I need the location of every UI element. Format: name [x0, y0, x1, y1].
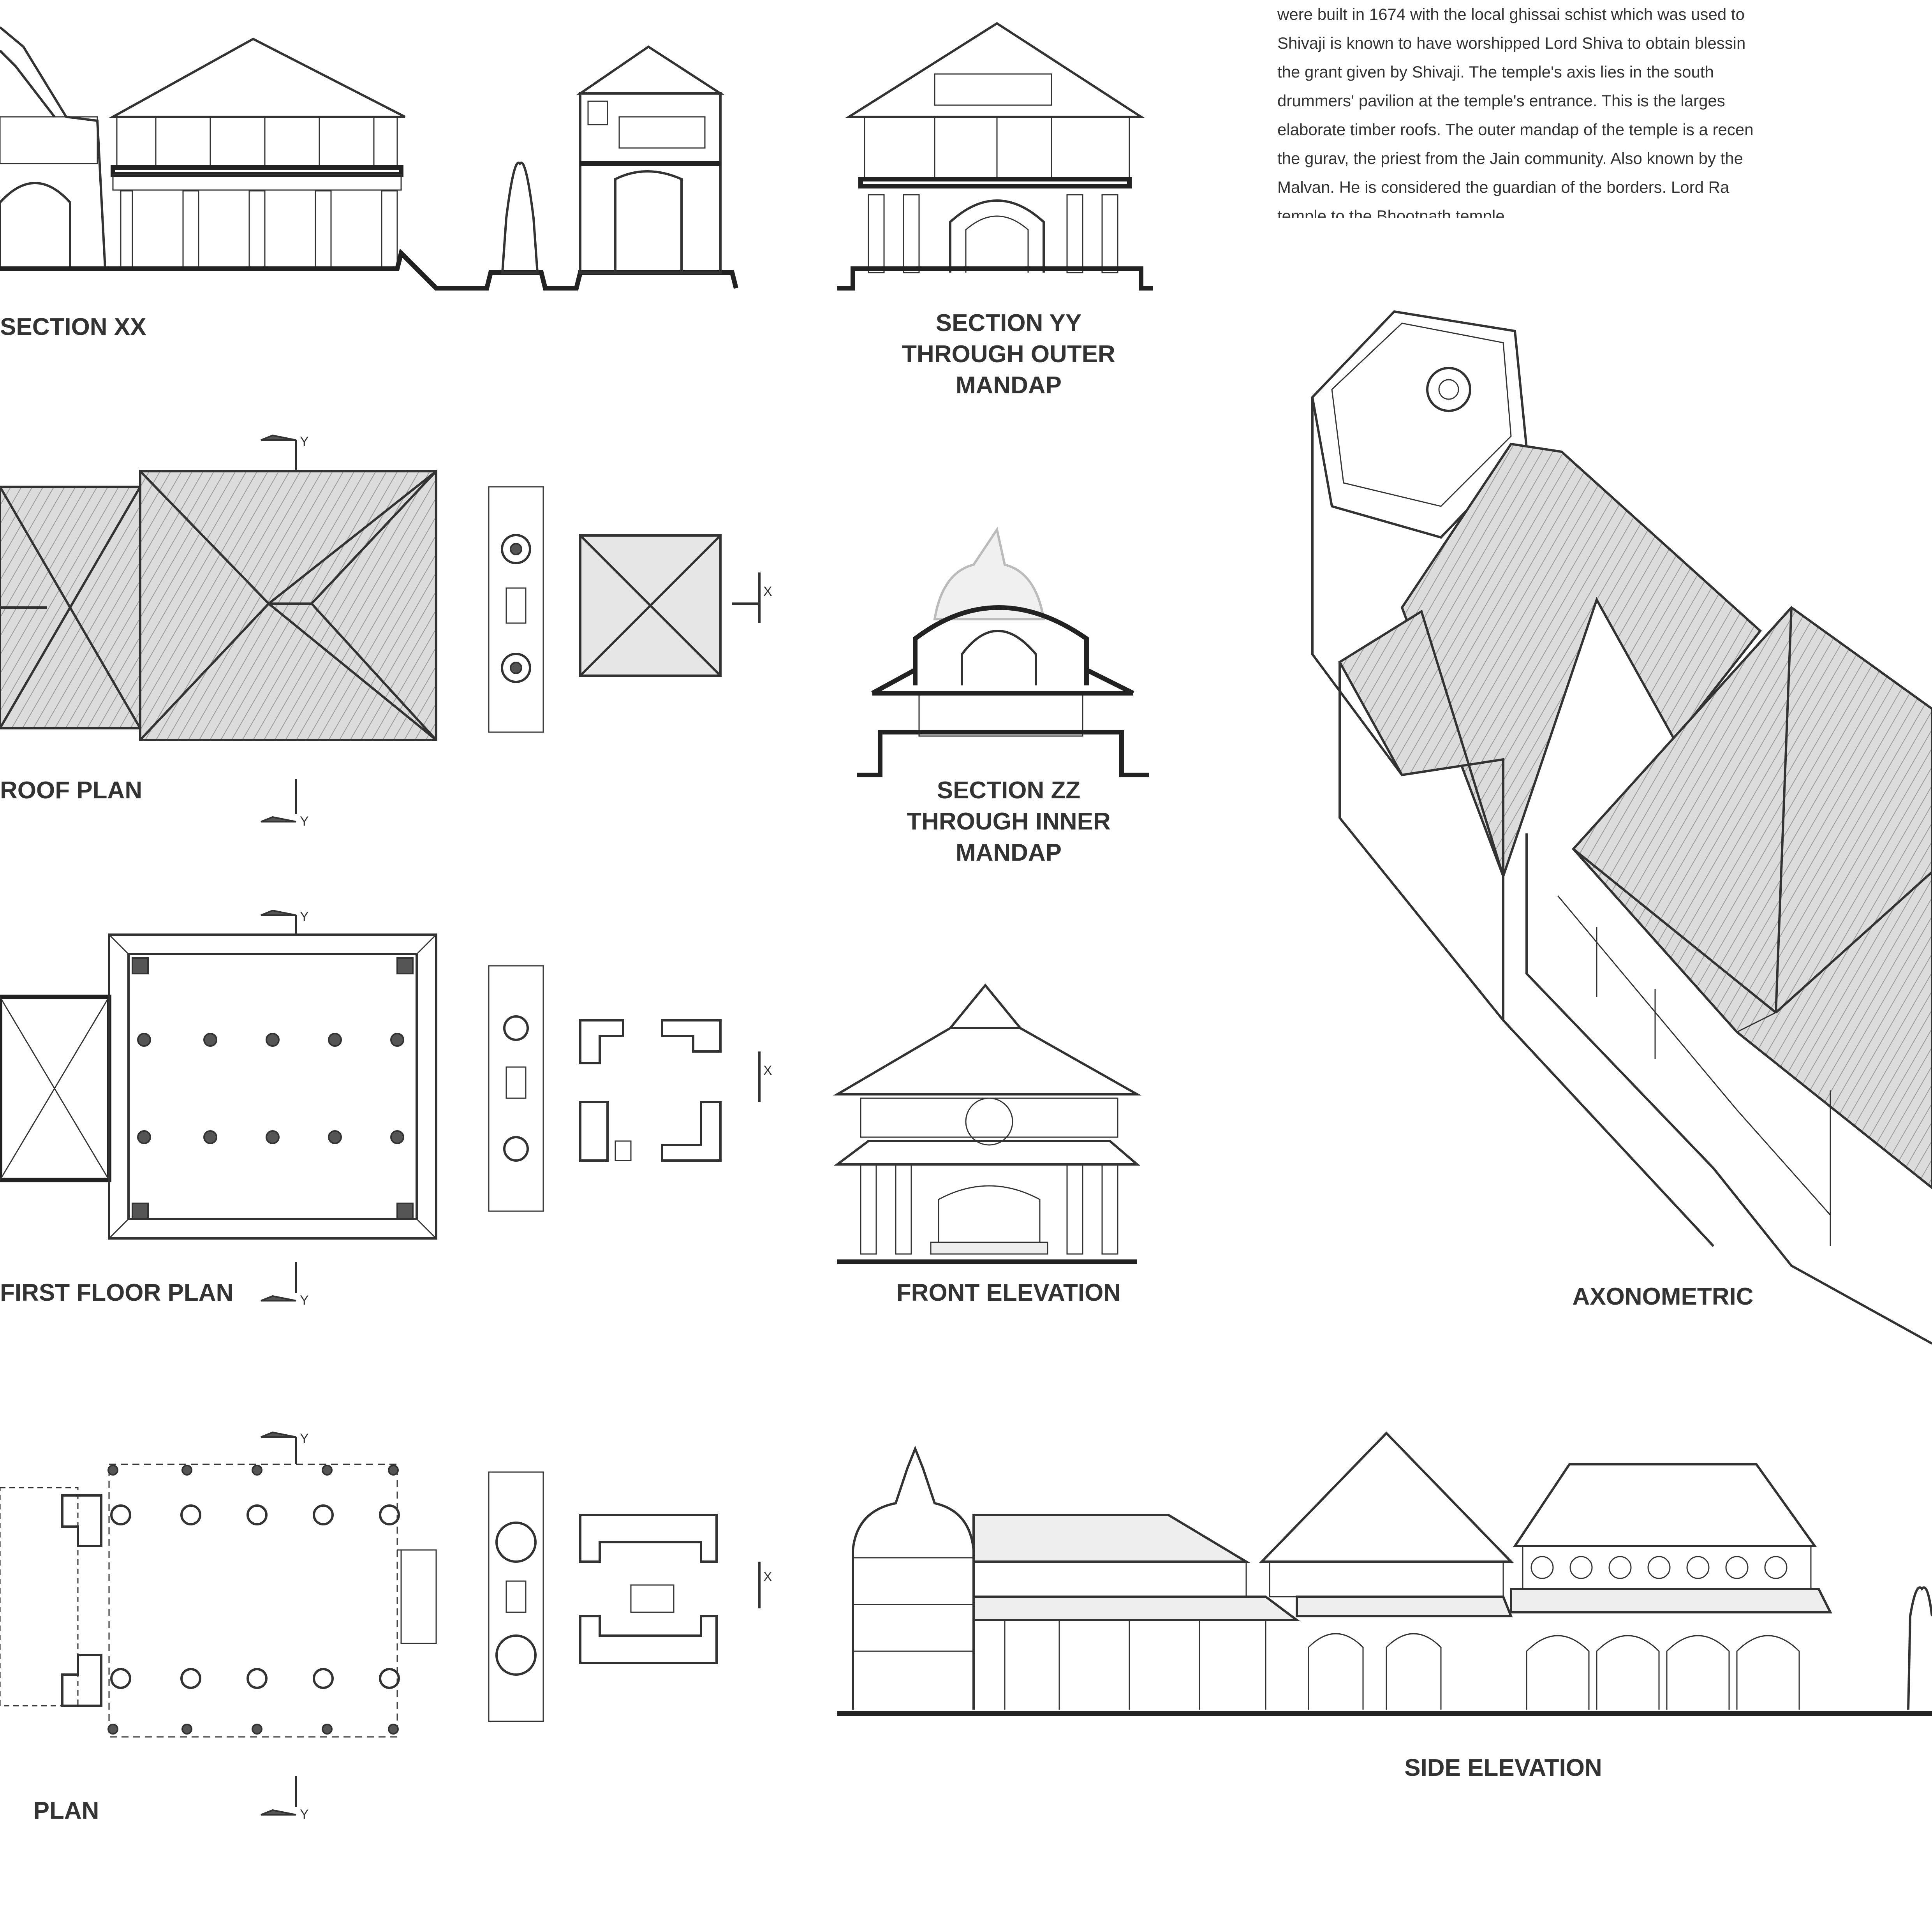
description-line: temple to the Bhootnath temple.	[1277, 207, 1509, 218]
description-text: were built in 1674 with the local ghissa…	[1277, 0, 1932, 218]
description-line: drummers' pavilion at the temple's entra…	[1277, 92, 1725, 110]
description-line: were built in 1674 with the local ghissa…	[1277, 5, 1745, 23]
section-xx-drawing	[0, 26, 738, 291]
roof-plan-label: ROOF PLAN	[0, 777, 142, 804]
section-marker: Y	[300, 1293, 309, 1308]
section-marker: Y	[300, 1807, 309, 1822]
section-marker: Y	[300, 814, 309, 829]
plan-drawing	[0, 1431, 761, 1816]
section-yy-label-line2: THROUGH OUTER	[902, 341, 1115, 368]
side-elevation-label: SIDE ELEVATION	[1404, 1754, 1602, 1781]
section-marker: Y	[300, 434, 309, 449]
section-marker: Y	[300, 909, 309, 924]
section-xx-label: SECTION XX	[0, 313, 146, 340]
description-line: the gurav, the priest from the Jain comm…	[1277, 149, 1744, 167]
first-floor-plan-drawing	[0, 909, 761, 1302]
section-zz-label-line3: MANDAP	[956, 839, 1062, 866]
section-marker: X	[763, 584, 772, 599]
roof-plan-drawing	[0, 434, 761, 822]
front-elevation-label: FRONT ELEVATION	[896, 1279, 1121, 1306]
first-floor-plan-label: FIRST FLOOR PLAN	[0, 1279, 233, 1306]
section-yy-label-line1: SECTION YY	[936, 310, 1081, 336]
section-zz-drawing	[857, 527, 1149, 777]
description-line: Malvan. He is considered the guardian of…	[1277, 178, 1729, 196]
axonometric-label: AXONOMETRIC	[1573, 1283, 1754, 1310]
side-elevation-drawing	[837, 1431, 1932, 1716]
section-zz-label-line2: THROUGH INNER	[907, 808, 1111, 835]
section-yy-label-line3: MANDAP	[956, 372, 1062, 399]
section-marker: X	[763, 1063, 772, 1078]
front-elevation-drawing	[833, 983, 1142, 1264]
axonometric-drawing	[1311, 310, 1932, 1345]
section-yy-drawing	[837, 22, 1153, 291]
description-line: elaborate timber roofs. The outer mandap…	[1277, 120, 1754, 139]
description-line: the grant given by Shivaji. The temple's…	[1277, 63, 1714, 81]
description-line: Shivaji is known to have worshipped Lord…	[1277, 34, 1746, 52]
section-zz-label-line1: SECTION ZZ	[937, 777, 1081, 804]
section-marker: Y	[300, 1431, 309, 1446]
section-marker: X	[763, 1569, 772, 1584]
plan-label: PLAN	[33, 1797, 99, 1824]
